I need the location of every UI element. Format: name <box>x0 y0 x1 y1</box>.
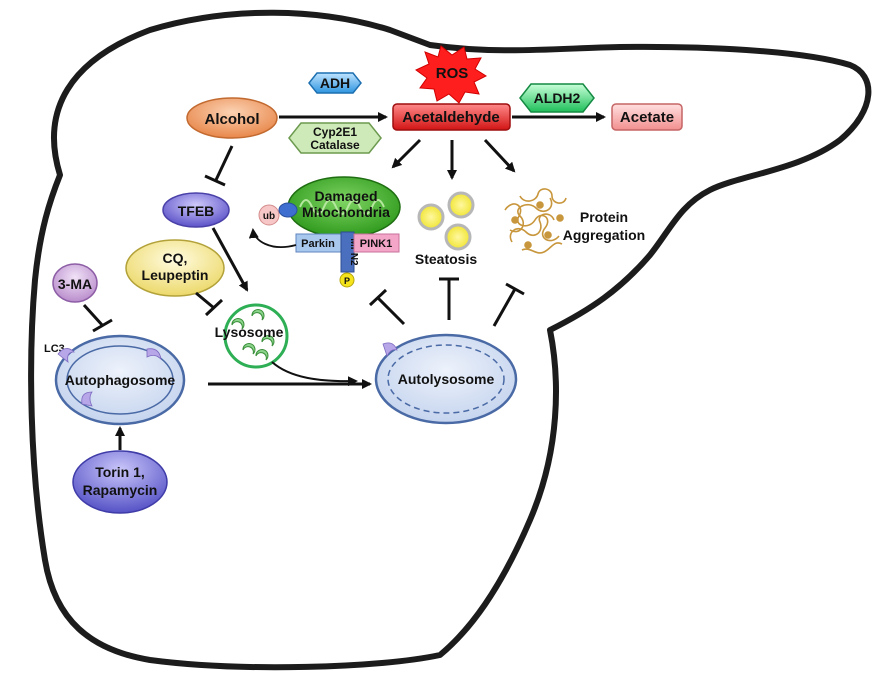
autolysosome-inhibits-protein <box>492 282 525 327</box>
adh-label: ADH <box>320 75 350 91</box>
rapamycin-label: Rapamycin <box>83 482 158 498</box>
autophagosome: Autophagosome <box>54 334 186 426</box>
ubiquitin-tag: ub <box>258 202 298 226</box>
cq-inhibits-lysosome <box>195 291 224 317</box>
leupeptin-label: Leupeptin <box>142 267 209 283</box>
autophagosome-label: Autophagosome <box>65 372 176 388</box>
pink1-label: PINK1 <box>360 238 392 250</box>
acetate-node: Acetate <box>611 103 683 131</box>
acetate-label: Acetate <box>620 109 674 126</box>
autolysosome-inhibits-steatosis <box>439 277 459 320</box>
acetaldehyde-node: Acetaldehyde <box>392 103 511 131</box>
autolysosome-inhibits-mitochondria <box>368 288 406 326</box>
parkin-label: Parkin <box>301 238 335 250</box>
alcohol-inhibits-tfeb <box>204 145 234 187</box>
steatosis-label: Steatosis <box>415 251 477 267</box>
parkin-to-ub-arrow <box>248 228 297 248</box>
lc3-crescent-icon <box>57 348 75 363</box>
alcohol-node: Alcohol <box>186 97 278 139</box>
acetaldehyde-to-protein-arrow <box>483 138 516 173</box>
protein-label: Protein <box>580 209 628 225</box>
ros-burst: ROS <box>415 45 488 104</box>
damaged-mitochondria: Damaged Mitochondria <box>287 176 401 238</box>
tfeb-node: TFEB <box>162 192 230 228</box>
pink1-box: PINK1 <box>353 233 400 253</box>
aldh2-enzyme: ALDH2 <box>519 83 595 113</box>
torin-rapamycin-node: Torin 1, Rapamycin <box>72 450 168 514</box>
aggregation-label: Aggregation <box>563 227 645 243</box>
autolysosome: Autolysosome <box>374 333 518 425</box>
lysosome: Lysosome <box>215 303 289 369</box>
ub-label: ub <box>263 211 275 222</box>
aldh2-label: ALDH2 <box>534 90 581 106</box>
mitochondria-label: Mitochondria <box>302 204 390 220</box>
adh-enzyme: ADH <box>308 72 362 94</box>
lc3-crescent-icon <box>81 391 93 407</box>
phosphate-circle: P <box>339 272 355 288</box>
three-ma-inhibits-autophagosome <box>82 303 113 333</box>
steatosis-droplets <box>417 191 475 251</box>
tfeb-to-lysosome-arrow <box>211 227 249 292</box>
protein-aggregate-icon <box>504 188 567 254</box>
p-label: P <box>344 276 350 286</box>
lc3-crescent-icon <box>146 348 162 361</box>
cyp2e1-catalase-enzyme: Cyp2E1 Catalase <box>288 122 382 154</box>
lysosome-label: Lysosome <box>215 324 284 340</box>
lysosome-to-autolysosome-arrow <box>271 361 358 387</box>
lc3-crescent-icon <box>382 342 398 358</box>
three-ma-node: 3-MA <box>52 263 98 303</box>
autolysosome-label: Autolysosome <box>398 371 495 387</box>
alcohol-label: Alcohol <box>205 111 260 128</box>
cyp2e1-label: Cyp2E1 <box>313 125 357 139</box>
damaged-label: Damaged <box>314 188 377 204</box>
acetaldehyde-to-mitochondria-arrow <box>391 138 422 169</box>
catalase-label: Catalase <box>310 138 360 152</box>
ros-label: ROS <box>436 65 469 82</box>
torin-label: Torin 1, <box>95 464 145 480</box>
cq-label: CQ, <box>163 250 188 266</box>
three-ma-label: 3-MA <box>58 276 92 292</box>
tfeb-label: TFEB <box>178 203 215 219</box>
cq-leupeptin-node: CQ, Leupeptin <box>125 239 225 297</box>
parkin-box: Parkin <box>295 233 342 253</box>
acetaldehyde-label: Acetaldehyde <box>402 109 500 126</box>
